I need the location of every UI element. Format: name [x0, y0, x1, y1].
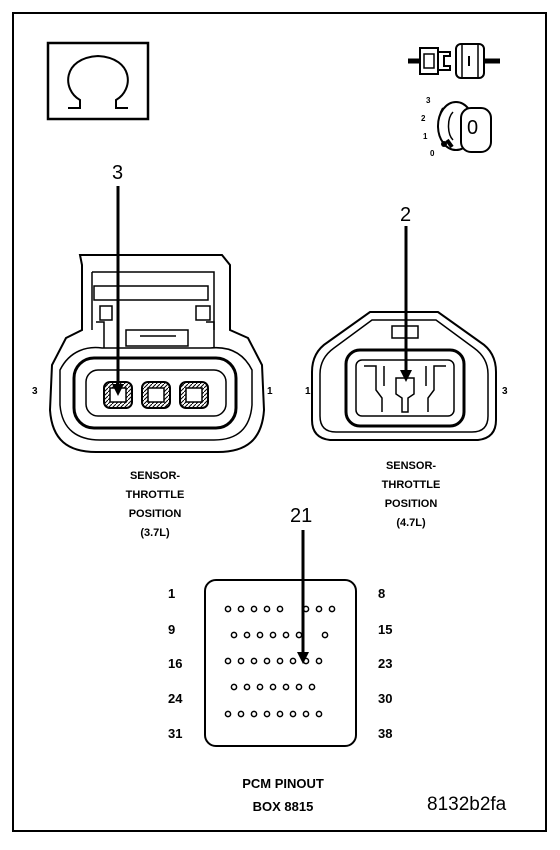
pcm-pin-hole — [308, 683, 316, 691]
pin-cavity — [179, 381, 209, 409]
callout-2-leader — [400, 226, 412, 382]
ignition-position-label: 0 — [430, 149, 435, 158]
pcm-pin-hole — [250, 657, 258, 665]
callout-2: 2 — [400, 204, 412, 226]
pcm-row-start: 1 — [168, 586, 176, 601]
ignition-key-icon — [437, 101, 492, 153]
pcm-pin-hole — [276, 710, 284, 718]
pcm-pin-hole — [230, 631, 238, 639]
pin-number-label: 1 — [305, 386, 311, 397]
pcm-pin-hole — [224, 710, 232, 718]
pcm-row-start: 31 — [168, 726, 183, 741]
figure-id: 8132b2fa — [427, 794, 507, 815]
pcm-pin-hole — [224, 657, 232, 665]
pcm-row-start: 16 — [168, 656, 183, 671]
pcm-connector-box — [204, 579, 357, 747]
pcm-pin-hole — [237, 605, 245, 613]
pcm-pin-hole — [295, 683, 303, 691]
pcm-pin-hole — [282, 631, 290, 639]
pcm-pin-hole — [315, 605, 323, 613]
pcm-pin-hole — [263, 710, 271, 718]
pcm-row-start: 9 — [168, 622, 176, 637]
pcm-pin-hole — [237, 710, 245, 718]
connector-caption-3-7l: SENSOR- THROTTLE POSITION (3.7L) — [125, 470, 185, 539]
pcm-pin-hole — [256, 631, 264, 639]
pcm-pin-hole — [295, 631, 303, 639]
callout-3-leader — [112, 186, 124, 396]
pin-number-label: 3 — [502, 386, 508, 397]
disconnected-connector-icon — [408, 43, 500, 79]
pin-number-label: 1 — [267, 386, 273, 397]
pcm-row-end: 38 — [378, 726, 393, 741]
pcm-pin-hole — [321, 631, 329, 639]
pin-number-label: 3 — [32, 386, 38, 397]
figure-border — [12, 12, 547, 832]
pcm-pin-hole — [237, 657, 245, 665]
callout-21: 21 — [290, 505, 313, 527]
pcm-pin-hole — [289, 710, 297, 718]
pcm-pin-hole — [276, 605, 284, 613]
pcm-pin-hole — [302, 710, 310, 718]
pcm-pin-hole — [315, 710, 323, 718]
ohm-meter-icon — [46, 41, 150, 121]
pcm-pin-hole — [276, 657, 284, 665]
pcm-pin-hole — [269, 683, 277, 691]
pcm-pin-hole — [250, 710, 258, 718]
pcm-pin-hole — [263, 657, 271, 665]
pcm-pinout-title: PCM PINOUT BOX 8815 — [242, 776, 324, 814]
ignition-position-label: 1 — [423, 132, 428, 141]
pcm-row-start: 24 — [168, 691, 183, 706]
pcm-row-end: 30 — [378, 691, 393, 706]
ignition-position-label: 3 — [426, 96, 431, 105]
pcm-pin-hole — [269, 631, 277, 639]
pcm-pin-holes — [224, 605, 336, 718]
pcm-pin-hole — [315, 657, 323, 665]
pin-cavity — [141, 381, 171, 409]
connector-caption-4-7l: SENSOR- THROTTLE POSITION (4.7L) — [381, 460, 441, 529]
pcm-pin-hole — [224, 605, 232, 613]
pcm-pin-hole — [263, 605, 271, 613]
pcm-pin-hole — [328, 605, 336, 613]
pcm-pin-hole — [243, 631, 251, 639]
callout-21-leader — [297, 530, 309, 664]
pcm-pin-hole — [230, 683, 238, 691]
connector-3-7l — [48, 254, 266, 453]
pcm-pin-hole — [282, 683, 290, 691]
ignition-key-position: 0 — [467, 117, 479, 139]
callout-3: 3 — [112, 162, 124, 184]
pcm-pin-hole — [250, 605, 258, 613]
pcm-pin-hole — [256, 683, 264, 691]
pcm-row-end: 8 — [378, 586, 386, 601]
ignition-position-label: 2 — [421, 114, 426, 123]
pcm-pin-hole — [243, 683, 251, 691]
pcm-row-end: 15 — [378, 622, 393, 637]
pcm-pin-hole — [289, 657, 297, 665]
pcm-row-end: 23 — [378, 656, 393, 671]
